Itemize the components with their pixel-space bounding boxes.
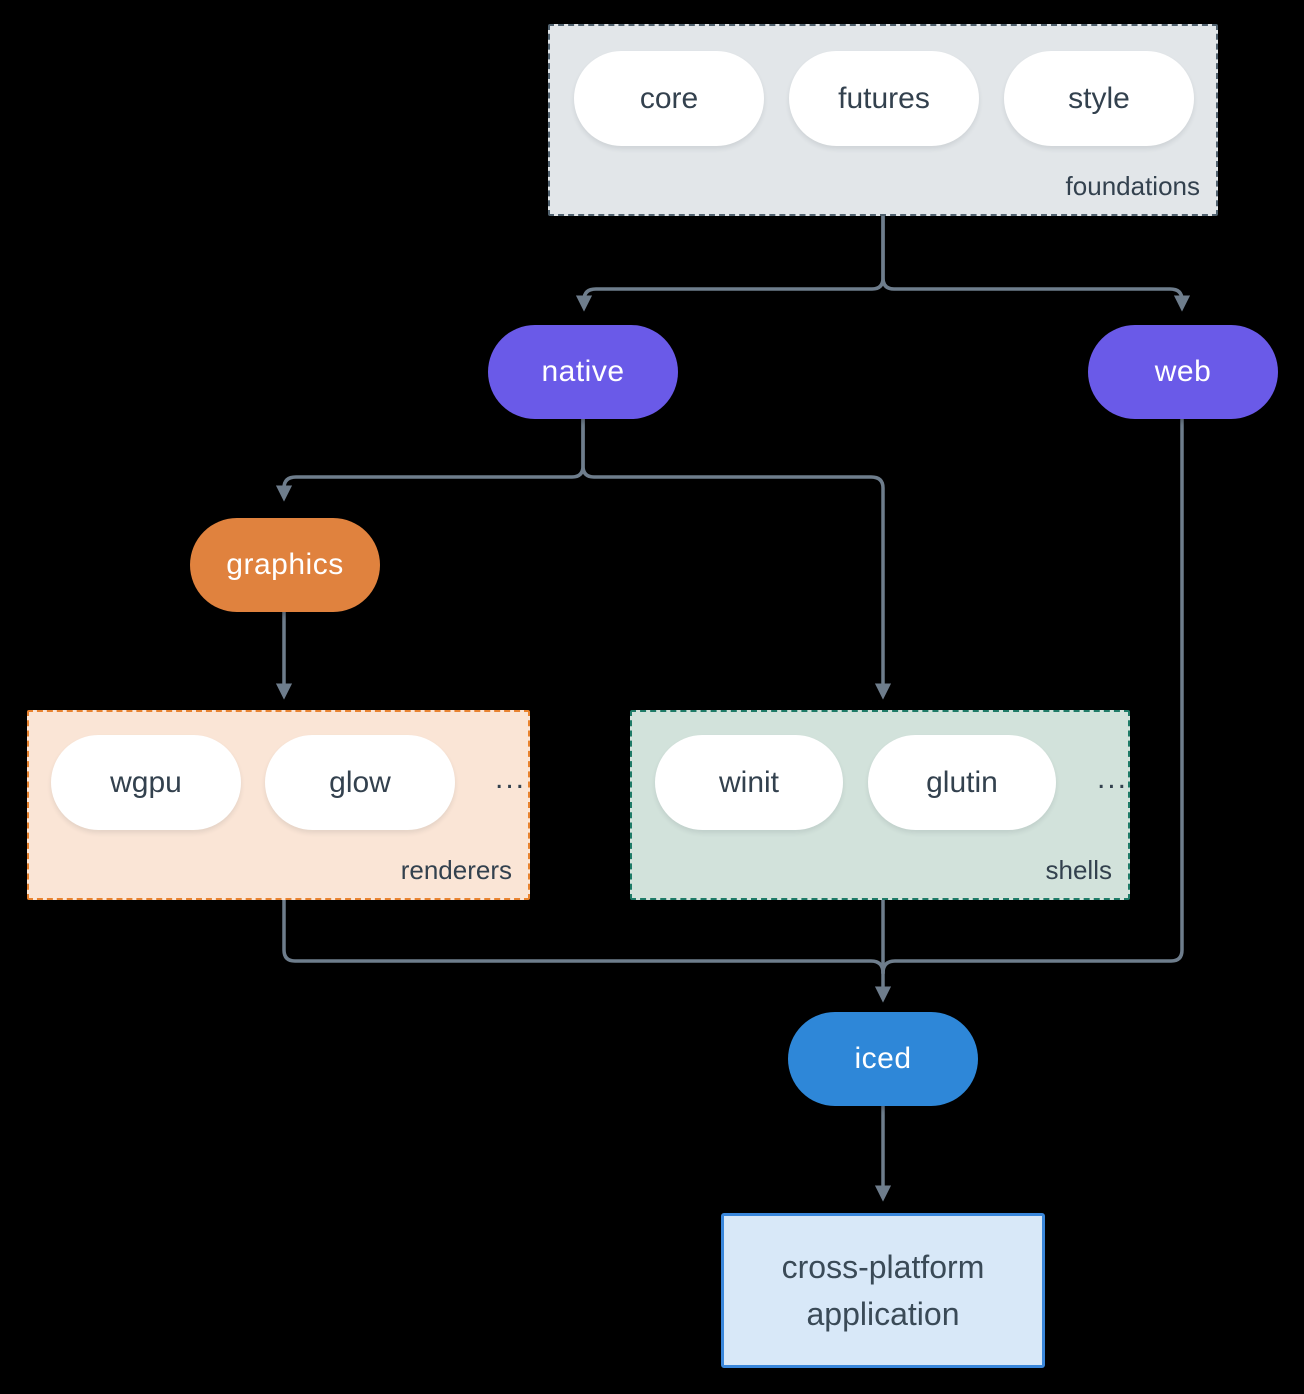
crate-style: style [1004,51,1194,146]
renderers-group-box: wgpu glow ... renderers [27,710,530,900]
crate-glow: glow [265,735,455,830]
shells-group-label: shells [1045,855,1112,885]
crate-wgpu: wgpu [51,735,241,830]
edge-foundations-native [575,214,885,312]
renderers-ellipsis: ... [495,761,527,795]
shells-ellipsis: ... [1096,761,1128,795]
foundations-group-box: core futures style foundations [548,24,1218,216]
foundations-pill-row: core futures style [550,26,1216,146]
crate-winit: winit [655,735,843,830]
node-graphics: graphics [190,518,380,612]
renderers-group-label: renderers [400,855,512,885]
node-native: native [488,325,678,419]
shells-pill-row: winit glutin ... [632,712,1128,830]
foundations-group-label: foundations [1065,171,1200,201]
node-cross-platform-application: cross-platform application [721,1213,1045,1368]
edge-foundations-web [881,214,1191,312]
node-web: web [1088,325,1278,419]
shells-group-box: winit glutin ... shells [630,710,1130,900]
crate-futures: futures [789,51,979,146]
edge-renderers-iced [282,898,885,975]
crate-glutin: glutin [867,735,1056,830]
edge-native-shells [581,417,892,700]
renderers-pill-row: wgpu glow ... [29,712,528,830]
node-iced: iced [788,1012,978,1106]
edge-native-graphics [275,417,585,502]
crate-core: core [574,51,764,146]
